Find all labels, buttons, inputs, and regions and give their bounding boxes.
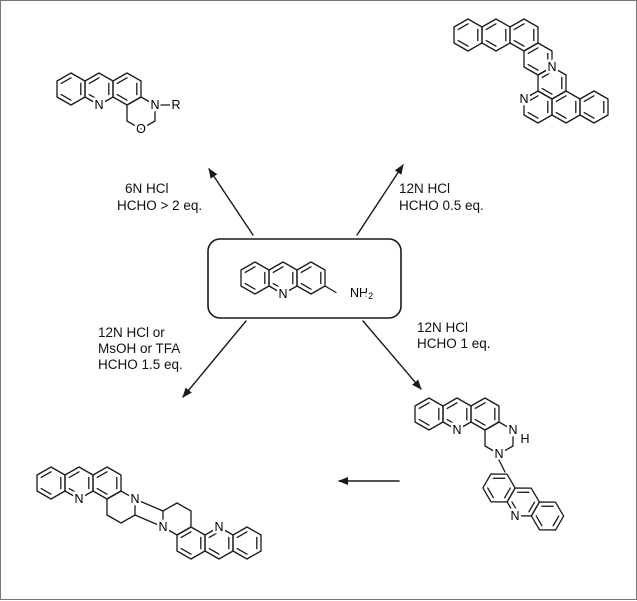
nitrogen-label: N (510, 509, 519, 523)
condition-line: HCHO 0.5 eq. (399, 198, 484, 213)
bridge-bond (134, 514, 164, 528)
product-bottom-right: N N H N N (414, 397, 569, 538)
benzene-ring (509, 18, 539, 52)
bridge-bond (134, 498, 164, 512)
benzene-ring (296, 261, 326, 295)
amine-subscript: 2 (368, 291, 373, 301)
benzene-ring (481, 18, 511, 52)
hydrogen-label: H (520, 432, 529, 446)
condition-line: HCHO 1.5 eq. (98, 357, 183, 372)
benzene-ring (56, 72, 86, 106)
r-group-label: R (171, 98, 180, 112)
condition-line: HCHO 1 eq. (417, 336, 491, 351)
benzene-ring (36, 466, 66, 500)
nitrogen-label: N (94, 98, 103, 112)
nitrogen-label: N (508, 423, 517, 437)
condition-line: 12N HCl (399, 181, 450, 196)
condition-line: 12N HCl (417, 320, 468, 335)
benzene-ring (176, 526, 206, 560)
benzene-ring (453, 18, 483, 52)
benzene-ring (240, 261, 270, 295)
amine-label: NH2 (350, 286, 373, 301)
conditions-bottom-left: 12N HCl or MsOH or TFA HCHO 1.5 eq. (98, 325, 183, 372)
n-aryl-bond (498, 459, 506, 473)
product-top-left: N N R O (56, 72, 183, 139)
oxygen-label: O (136, 122, 146, 136)
condition-line: MsOH or TFA (98, 341, 180, 356)
condition-line: 12N HCl or (98, 325, 165, 340)
nitrogen-label: N (278, 287, 287, 301)
nitrogen-label: N (214, 520, 223, 534)
nitrogen-label: N (519, 92, 528, 106)
nitrogen-label: N (130, 492, 139, 506)
nitrogen-label: N (494, 447, 503, 461)
condition-line: HCHO > 2 eq. (117, 198, 202, 213)
arrow-to-bottom-left-product (182, 320, 247, 398)
amine-nh-text: NH (350, 286, 368, 300)
lower-acridine (478, 466, 569, 538)
benzene-ring (551, 90, 581, 124)
benzene-ring (414, 397, 444, 431)
benzene-ring (579, 90, 609, 124)
product-bottom-left: N N N N (36, 466, 262, 560)
reactant-box (207, 238, 402, 319)
nitrogen-label: N (452, 423, 461, 437)
condition-line: 6N HCl (125, 181, 169, 196)
nitrogen-label: N (74, 492, 83, 506)
nitrogen-label: N (547, 60, 556, 74)
nitrogen-label: N (150, 98, 159, 112)
conditions-top-left: 6N HCl HCHO > 2 eq. (117, 181, 202, 213)
arrow-to-top-right-product (356, 164, 404, 236)
benzene-ring (112, 72, 142, 106)
arrow-to-bottom-right-product (362, 320, 422, 390)
arrow-to-top-left-product (208, 168, 254, 236)
conditions-top-right: 12N HCl HCHO 0.5 eq. (399, 181, 484, 213)
benzene-ring (526, 494, 569, 538)
product-top-right: N N (453, 18, 609, 124)
benzene-ring (470, 397, 500, 431)
reactant-center: N NH2 (207, 238, 402, 319)
benzene-ring (232, 526, 262, 560)
benzene-ring (92, 466, 122, 500)
nitrogen-label: N (158, 520, 167, 534)
amine-bond (324, 285, 337, 294)
conditions-bottom-right: 12N HCl HCHO 1 eq. (417, 320, 491, 351)
